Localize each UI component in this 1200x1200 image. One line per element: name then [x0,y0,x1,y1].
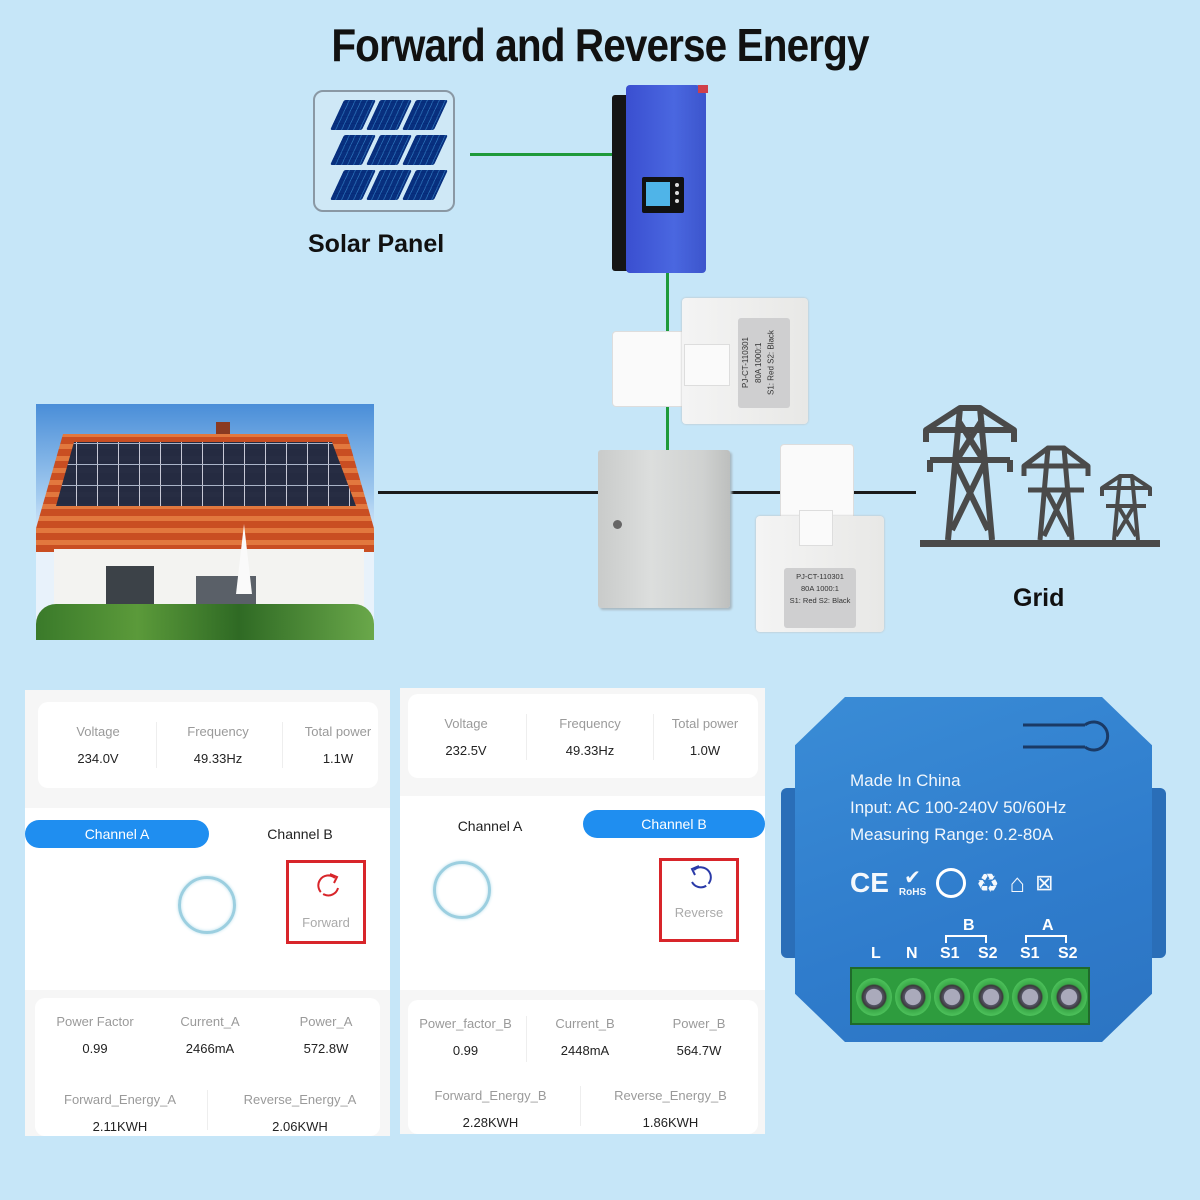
grid-label: Grid [1013,584,1065,612]
meter-line-origin: Made In China [850,771,961,790]
app-screen-channel-b: Voltage 232.5V Frequency 49.33Hz Total p… [400,688,765,1134]
solar-panel-label: Solar Panel [308,230,445,258]
green-dot-icon [936,868,967,898]
house-to-box-wire [378,491,598,494]
power-tower-icon [920,405,1160,547]
direction-label: Forward [302,915,350,930]
rohs-icon: ✔RoHS [898,867,927,898]
forward-energy-value: 2.28KWH [462,1115,519,1130]
screw-terminal[interactable] [895,978,931,1016]
forward-energy-label: Forward_Energy_B [434,1088,547,1103]
tab-channel-b[interactable]: Channel B [267,826,333,842]
loading-ring-icon [178,876,236,934]
power-value: 564.7W [676,1043,722,1058]
ct-right-line-3: S1: Red S2: Black [789,596,851,605]
terminal-b-s2-label: S2 [978,945,998,962]
rotate-ccw-icon [690,865,712,889]
frequency-label: Frequency [187,724,249,739]
screw-terminal[interactable] [973,978,1009,1016]
reverse-energy-label: Reverse_Energy_A [243,1092,357,1107]
screw-terminal[interactable] [856,978,892,1016]
house-with-solar-photo [36,404,374,640]
tab-channel-b[interactable]: Channel B [583,810,765,838]
current-label: Current_B [555,1016,615,1031]
energy-meter-device: Made In China Input: AC 100-240V 50/60Hz… [795,697,1152,1042]
frequency-label: Frequency [559,716,621,731]
group-label-b: B [963,917,975,934]
recycle-icon: ♻ [976,867,1000,898]
summary-card: Voltage 232.5V Frequency 49.33Hz Total p… [408,694,758,778]
terminal-l-label: L [871,945,881,962]
total-power-value: 1.1W [322,751,354,766]
ct-top-line-3: S1: Red S2: Black [766,330,776,396]
current-label: Current_A [180,1014,240,1029]
ct-top-line-2: 80A 1000:1 [753,342,763,384]
channel-stats-card: Power Factor 0.99 Current_A 2466mA Power… [35,998,380,1136]
voltage-value: 232.5V [445,743,487,758]
current-value: 2448mA [560,1043,610,1058]
meter-line-input: Input: AC 100-240V 50/60Hz [850,798,1067,817]
direction-label: Reverse [674,905,724,920]
power-factor-value: 0.99 [82,1041,108,1056]
ct-top-line-1: PJ-CT-110301 [741,337,750,389]
meter-line-range: Measuring Range: 0.2-80A [850,825,1054,844]
forward-energy-value: 2.11KWH [92,1119,148,1134]
summary-card: Voltage 234.0V Frequency 49.33Hz Total p… [38,702,378,788]
direction-reverse-indicator: Reverse [659,858,739,942]
total-power-value: 1.0W [689,743,721,758]
page-title: Forward and Reverse Energy [331,19,869,71]
voltage-label: Voltage [444,716,488,731]
power-factor-value: 0.99 [452,1043,479,1058]
power-factor-label: Power Factor [56,1014,134,1029]
current-value: 2466mA [185,1041,235,1056]
tab-channel-a[interactable]: Channel A [457,818,523,834]
keyhole-icon [1023,720,1110,752]
power-value: 572.8W [303,1041,349,1056]
loading-ring-icon [433,861,491,919]
ce-mark-icon: CE [850,867,889,898]
power-label: Power_B [672,1016,726,1031]
inverter-image [612,85,708,273]
screw-terminal[interactable] [934,978,970,1016]
voltage-value: 234.0V [77,751,119,766]
distribution-box-image [598,450,730,608]
reverse-energy-label: Reverse_Energy_B [614,1088,727,1103]
group-label-a: A [1042,917,1054,934]
terminal-n-label: N [906,945,918,962]
reverse-energy-value: 2.06KWH [272,1119,328,1134]
total-power-label: Total power [671,716,739,731]
ct-clamp-top-image: PJ-CT-110301 80A 1000:1 S1: Red S2: Blac… [612,296,812,426]
tab-channel-a[interactable]: Channel A [25,820,209,848]
frequency-value: 49.33Hz [565,743,615,758]
direction-forward-indicator: Forward [286,860,366,944]
power-label: Power_A [299,1014,353,1029]
voltage-label: Voltage [76,724,120,739]
reverse-energy-value: 1.86KWH [642,1115,699,1130]
screw-terminal[interactable] [1012,978,1048,1016]
forward-energy-label: Forward_Energy_A [64,1092,176,1107]
ct-clamp-right-image: PJ-CT-110301 80A 1000:1 S1: Red S2: Blac… [752,444,888,634]
terminal-a-s1-label: S1 [1020,945,1040,962]
ct-right-line-1: PJ-CT-110301 [796,572,844,581]
ct-right-line-2: 80A 1000:1 [801,584,839,593]
solar-panel-icon [313,90,455,212]
solar-to-inverter-wire [470,153,612,156]
channel-stats-card: Power_factor_B 0.99 Current_B 2448mA Pow… [408,1000,758,1134]
terminal-a-s2-label: S2 [1058,945,1078,962]
weee-bin-icon: ⊠ [1035,870,1054,895]
terminal-block [850,967,1090,1025]
app-screen-channel-a: Voltage 234.0V Frequency 49.33Hz Total p… [25,690,390,1136]
frequency-value: 49.33Hz [193,751,243,766]
terminal-b-s1-label: S1 [940,945,960,962]
screw-terminal[interactable] [1051,978,1087,1016]
total-power-label: Total power [304,724,372,739]
power-factor-label: Power_factor_B [419,1016,512,1031]
indoor-use-icon: ⌂ [1009,867,1026,898]
rotate-cw-icon [317,873,339,897]
